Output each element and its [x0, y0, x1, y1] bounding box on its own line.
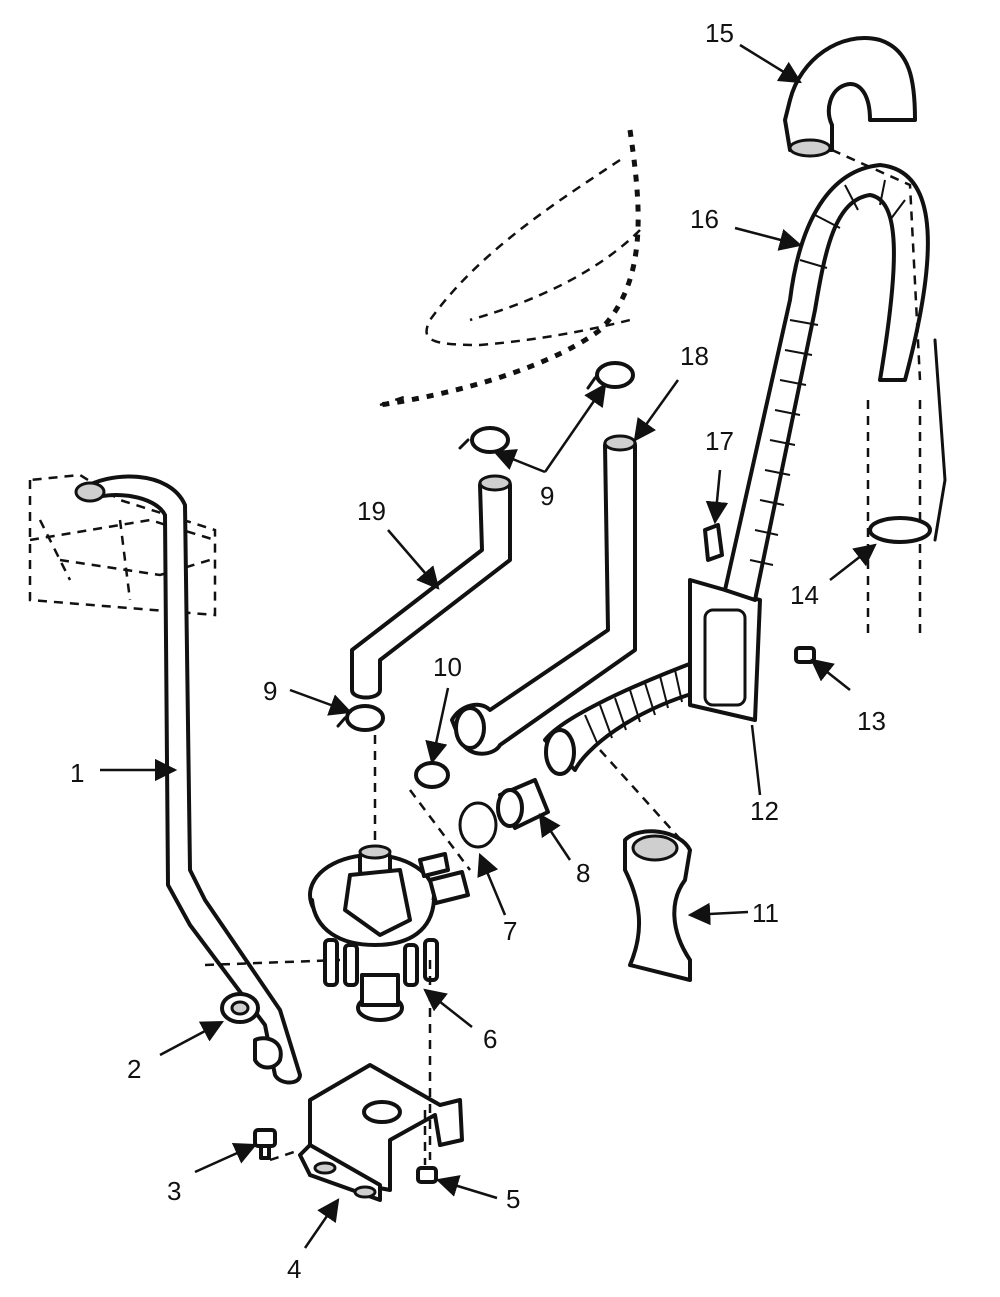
part-10-clamp [414, 761, 450, 789]
leader-lines [100, 43, 877, 1249]
callout-13: 13 [857, 706, 886, 736]
part-7-clamp [458, 801, 498, 849]
part-5-screw [416, 1166, 438, 1184]
part-12-drain-plate [543, 578, 762, 776]
callout-15: 15 [705, 18, 734, 48]
callout-3: 3 [167, 1176, 181, 1206]
part-14-clamp [866, 338, 947, 635]
callout-labels: 1 2 3 4 5 6 7 8 9 9 10 11 12 13 14 15 16… [70, 18, 886, 1284]
callout-19: 19 [357, 496, 386, 526]
callout-7: 7 [503, 916, 517, 946]
callout-12: 12 [750, 796, 779, 826]
callout-9-lower: 9 [263, 676, 277, 706]
tub-section-outline [379, 129, 641, 408]
callout-10: 10 [433, 652, 462, 682]
callout-2: 2 [127, 1054, 141, 1084]
part-2-clamp [220, 992, 283, 1070]
cabinet-bracket-outline [28, 473, 217, 617]
callout-14: 14 [790, 580, 819, 610]
part-19-bent-hose [350, 474, 512, 700]
part-17-clip [703, 523, 724, 562]
part-11-hose-guide [623, 829, 692, 982]
part-15-hose-hook [783, 36, 922, 381]
callout-6: 6 [483, 1024, 497, 1054]
callout-16: 16 [690, 204, 719, 234]
part-13-screw [794, 646, 816, 664]
part-3-screw [253, 1128, 277, 1160]
callout-9-upper: 9 [540, 481, 554, 511]
part-16-drain-hose [723, 163, 930, 602]
part-1-hose [74, 474, 302, 1085]
callout-1: 1 [70, 758, 84, 788]
callout-17: 17 [705, 426, 734, 456]
callout-11: 11 [752, 898, 779, 928]
part-6-valve [204, 844, 470, 1022]
part-8-coupling [496, 778, 550, 830]
callout-8: 8 [576, 858, 590, 888]
callout-5: 5 [506, 1184, 520, 1214]
callout-18: 18 [680, 341, 709, 371]
part-4-bracket [269, 1063, 464, 1202]
callout-4: 4 [287, 1254, 301, 1284]
part-9-clamps [336, 361, 635, 732]
part-18-hose [450, 434, 637, 756]
